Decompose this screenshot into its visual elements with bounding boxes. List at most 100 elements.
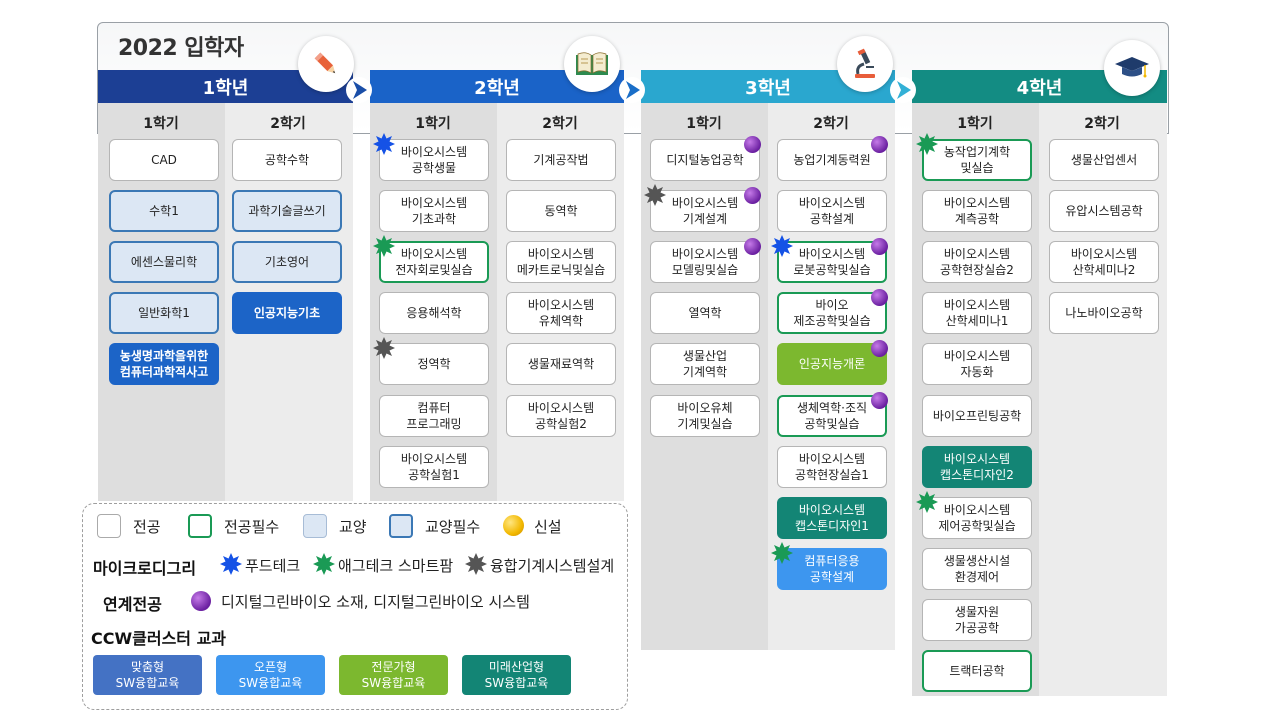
year-label-2: 2학년 xyxy=(474,77,520,99)
course-box: 바이오유체 기계및실습 xyxy=(650,395,760,437)
course-box: 바이오시스템 기초과학 xyxy=(379,190,489,232)
course-box: 컴퓨터응용 공학설계 xyxy=(777,548,887,590)
arrow-right-icon xyxy=(619,77,645,103)
course-box: 바이오시스템 공학실험2 xyxy=(506,395,616,437)
foodtech-star-icon xyxy=(771,235,793,257)
semester-label: 1학기 xyxy=(686,116,722,132)
semester-label: 2학기 xyxy=(1084,116,1120,132)
linked-major-title: 연계전공 xyxy=(103,595,162,614)
legend-general-swatch xyxy=(303,514,327,538)
semester-label: 1학기 xyxy=(415,116,451,132)
course-box: 트랙터공학 xyxy=(922,650,1032,692)
year-label-4: 4학년 xyxy=(1016,77,1063,99)
semester-label: 1학기 xyxy=(957,116,993,132)
legend-general-label: 교양 xyxy=(339,518,367,536)
ccw-open: 오픈형 SW융합교육 xyxy=(216,655,325,695)
course-box: 바이오시스템 산학세미나1 xyxy=(922,292,1032,334)
linked-major-dot-icon xyxy=(744,136,761,153)
linked-major-dot-icon xyxy=(191,591,211,611)
course-box: 바이오시스템 공학현장실습1 xyxy=(777,446,887,488)
course-box: 정역학 xyxy=(379,343,489,385)
semester-label: 2학기 xyxy=(542,116,578,132)
year-label-1: 1학년 xyxy=(202,77,249,99)
foodtech-star-icon xyxy=(373,133,395,155)
ccw-title: CCW클러스터 교과 xyxy=(91,629,227,648)
course-box: 바이오시스템 유체역학 xyxy=(506,292,616,334)
arrow-right-icon xyxy=(890,77,916,103)
linked-major-dot-icon xyxy=(871,392,888,409)
micro-degree-mechanical: 융합기계시스템설계 xyxy=(490,557,615,575)
agritech-star-icon xyxy=(313,553,335,575)
course-box: 바이오 제조공학및실습 xyxy=(777,292,887,334)
course-box: 생체역학·조직 공학및실습 xyxy=(777,395,887,437)
micro-degree-title: 마이크로디그리 xyxy=(93,559,197,578)
linked-major-dot-icon xyxy=(871,289,888,306)
course-box: CAD xyxy=(109,139,219,181)
linked-major-text: 디지털그린바이오 소재, 디지털그린바이오 시스템 xyxy=(221,593,530,611)
course-box: 바이오시스템 공학현장실습2 xyxy=(922,241,1032,283)
semester-label: 2학기 xyxy=(270,116,306,132)
course-box: 기계공작법 xyxy=(506,139,616,181)
course-box: 동역학 xyxy=(506,190,616,232)
micro-degree-agritech: 애그테크 스마트팜 xyxy=(338,557,454,575)
micro-degree-foodtech: 푸드테크 xyxy=(245,557,301,575)
legend-new-label: 신설 xyxy=(534,518,562,536)
course-box: 바이오시스템 제어공학및실습 xyxy=(922,497,1032,539)
book-icon xyxy=(564,36,620,92)
legend-major-label: 전공 xyxy=(133,518,161,536)
course-box: 일반화학1 xyxy=(109,292,219,334)
page-title: 2022 입학자 xyxy=(118,36,244,61)
agritech-star-icon xyxy=(771,542,793,564)
ccw-future-industry: 미래산업형 SW융합교육 xyxy=(462,655,571,695)
linked-major-dot-icon xyxy=(871,136,888,153)
course-box: 바이오시스템 기계설계 xyxy=(650,190,760,232)
course-box: 컴퓨터 프로그래밍 xyxy=(379,395,489,437)
legend-major-required-label: 전공필수 xyxy=(224,518,280,536)
course-box: 유압시스템공학 xyxy=(1049,190,1159,232)
course-box: 응용해석학 xyxy=(379,292,489,334)
legend-general-required-swatch xyxy=(389,514,413,538)
agritech-star-icon xyxy=(916,491,938,513)
course-box: 바이오시스템 로봇공학및실습 xyxy=(777,241,887,283)
legend-major-swatch xyxy=(97,514,121,538)
course-box: 바이오시스템 캡스톤디자인1 xyxy=(777,497,887,539)
course-box: 바이오시스템 공학생물 xyxy=(379,139,489,181)
course-box: 디지털농업공학 xyxy=(650,139,760,181)
linked-major-dot-icon xyxy=(744,187,761,204)
semester-label: 2학기 xyxy=(813,116,849,132)
year-label-3: 3학년 xyxy=(745,77,791,99)
pencil-icon xyxy=(298,36,354,92)
course-box: 바이오시스템 산학세미나2 xyxy=(1049,241,1159,283)
course-box: 생물산업센서 xyxy=(1049,139,1159,181)
ccw-expert: 전문가형 SW융합교육 xyxy=(339,655,448,695)
microscope-icon xyxy=(837,36,893,92)
course-box: 바이오시스템 모델링및실습 xyxy=(650,241,760,283)
course-box: 생물재료역학 xyxy=(506,343,616,385)
course-box: 에센스물리학 xyxy=(109,241,219,283)
graduation-cap-icon xyxy=(1104,40,1160,96)
course-box: 농생명과학을위한 컴퓨터과학적사고 xyxy=(109,343,219,385)
legend-major-required-swatch xyxy=(188,514,212,538)
linked-major-dot-icon xyxy=(744,238,761,255)
course-box: 기초영어 xyxy=(232,241,342,283)
course-box: 바이오시스템 공학실험1 xyxy=(379,446,489,488)
mechanical-star-icon xyxy=(465,553,487,575)
ccw-custom: 맞춤형 SW융합교육 xyxy=(93,655,202,695)
course-box: 생물생산시설 환경제어 xyxy=(922,548,1032,590)
course-box: 바이오시스템 공학설계 xyxy=(777,190,887,232)
arrow-right-icon xyxy=(346,77,372,103)
course-box: 과학기술글쓰기 xyxy=(232,190,342,232)
course-box: 열역학 xyxy=(650,292,760,334)
legend-general-required-label: 교양필수 xyxy=(425,518,481,536)
linked-major-dot-icon xyxy=(871,340,888,357)
course-box: 바이오시스템 전자회로및실습 xyxy=(379,241,489,283)
course-box: 나노바이오공학 xyxy=(1049,292,1159,334)
course-box: 바이오프린팅공학 xyxy=(922,395,1032,437)
mechanical-star-icon xyxy=(373,337,395,359)
course-box: 인공지능개론 xyxy=(777,343,887,385)
course-box: 바이오시스템 메카트로닉및실습 xyxy=(506,241,616,283)
mechanical-star-icon xyxy=(644,184,666,206)
agritech-star-icon xyxy=(373,235,395,257)
semester-label: 1학기 xyxy=(143,116,179,132)
course-box: 바이오시스템 자동화 xyxy=(922,343,1032,385)
